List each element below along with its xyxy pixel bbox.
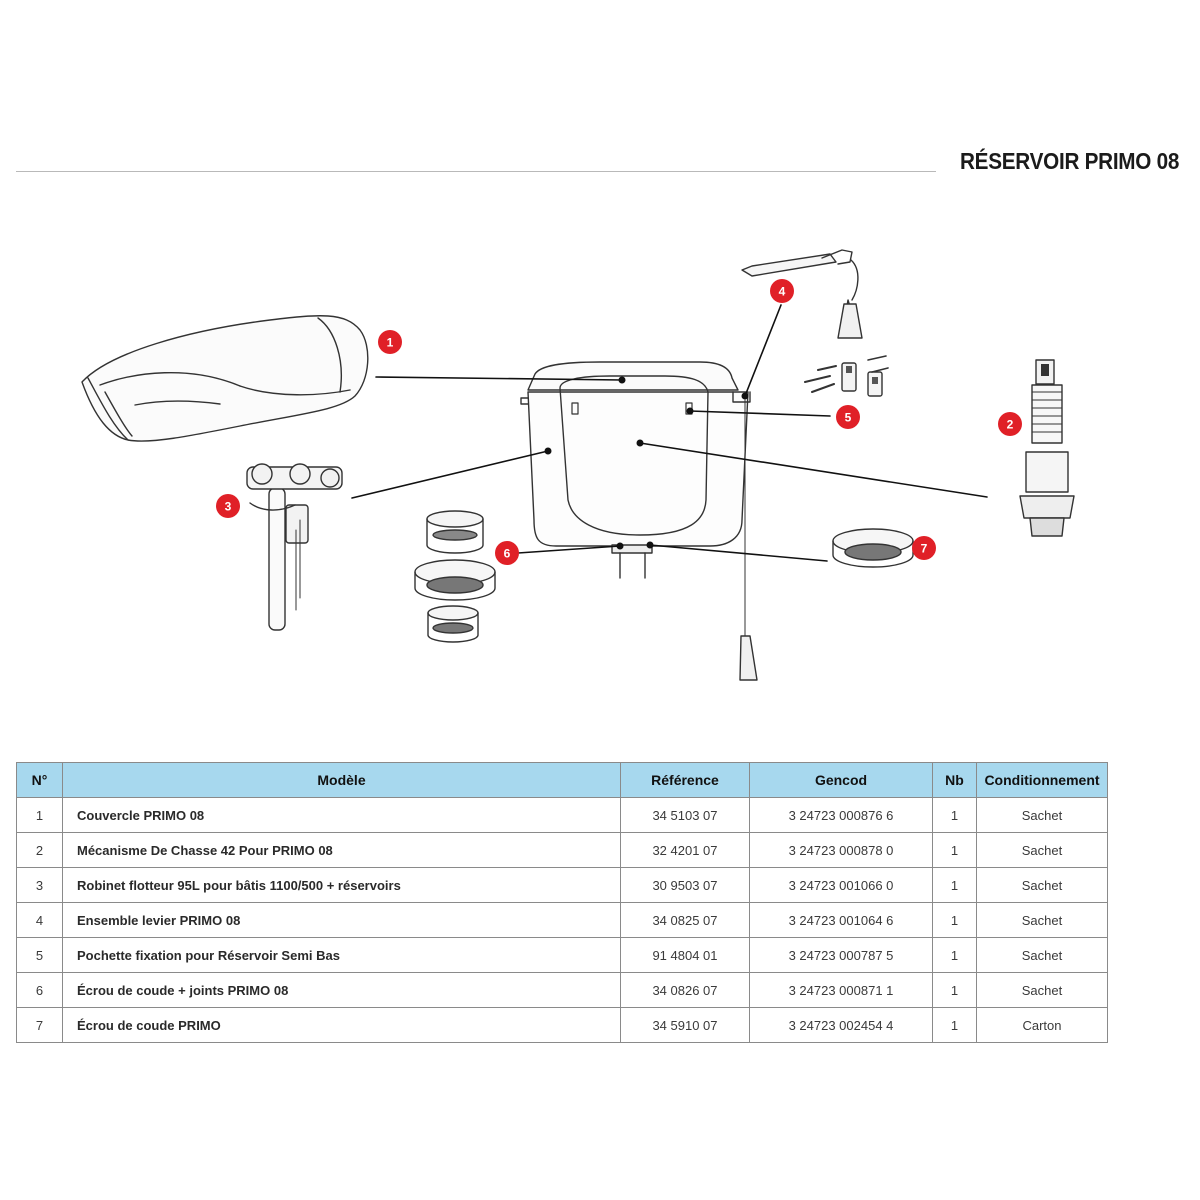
cell-nb: 1 (932, 832, 977, 868)
table-row: 3 Robinet flotteur 95L pour bâtis 1100/5… (16, 867, 1108, 903)
column-header-nb: Nb (932, 762, 977, 798)
callout-3: 3 (216, 494, 240, 518)
table-row: 7 Écrou de coude PRIMO 34 5910 07 3 2472… (16, 1007, 1108, 1043)
elbow-nut-part (832, 528, 914, 568)
column-header-gencod: Gencod (749, 762, 933, 798)
cell-packaging: Carton (976, 1007, 1108, 1043)
callout-label: 2 (1007, 418, 1014, 432)
cell-reference: 34 0826 07 (620, 972, 750, 1008)
leader-dots (544, 376, 749, 550)
cell-packaging: Sachet (976, 867, 1108, 903)
parts-table: N° Modèle Référence Gencod Nb Conditionn… (16, 762, 1108, 1043)
lever-part (741, 249, 863, 339)
lid-part (81, 315, 369, 442)
cell-number: 6 (16, 972, 63, 1008)
cell-model: Ensemble levier PRIMO 08 (62, 902, 621, 938)
table-row: 4 Ensemble levier PRIMO 08 34 0825 07 3 … (16, 902, 1108, 938)
callout-label: 4 (779, 285, 786, 299)
cell-number: 7 (16, 1007, 63, 1043)
callout-label: 1 (387, 336, 394, 350)
cell-number: 2 (16, 832, 63, 868)
cell-gencod: 3 24723 002454 4 (749, 1007, 933, 1043)
cell-gencod: 3 24723 001064 6 (749, 902, 933, 938)
cell-model: Mécanisme De Chasse 42 Pour PRIMO 08 (62, 832, 621, 868)
callout-label: 5 (845, 411, 852, 425)
cell-packaging: Sachet (976, 937, 1108, 973)
callout-label: 6 (504, 547, 511, 561)
column-header-model: Modèle (62, 762, 621, 798)
callout-1: 1 (378, 330, 402, 354)
cell-gencod: 3 24723 000871 1 (749, 972, 933, 1008)
cell-model: Pochette fixation pour Réservoir Semi Ba… (62, 937, 621, 973)
callout-2: 2 (998, 412, 1022, 436)
cell-nb: 1 (932, 937, 977, 973)
cell-number: 4 (16, 902, 63, 938)
table-header-row: N° Modèle Référence Gencod Nb Conditionn… (16, 762, 1108, 798)
cell-reference: 91 4804 01 (620, 937, 750, 973)
table-row: 6 Écrou de coude + joints PRIMO 08 34 08… (16, 972, 1108, 1008)
flush-mechanism-part (1019, 359, 1075, 537)
cell-packaging: Sachet (976, 832, 1108, 868)
cell-number: 5 (16, 937, 63, 973)
cell-packaging: Sachet (976, 902, 1108, 938)
column-header-number: N° (16, 762, 63, 798)
cell-reference: 34 0825 07 (620, 902, 750, 938)
table-row: 5 Pochette fixation pour Réservoir Semi … (16, 937, 1108, 973)
cell-model: Écrou de coude PRIMO (62, 1007, 621, 1043)
cell-gencod: 3 24723 000787 5 (749, 937, 933, 973)
cell-nb: 1 (932, 867, 977, 903)
cell-nb: 1 (932, 902, 977, 938)
column-header-packaging: Conditionnement (976, 762, 1108, 798)
cell-model: Robinet flotteur 95L pour bâtis 1100/500… (62, 867, 621, 903)
cell-nb: 1 (932, 972, 977, 1008)
cell-reference: 30 9503 07 (620, 867, 750, 903)
tank-body (520, 361, 758, 681)
cell-gencod: 3 24723 000876 6 (749, 797, 933, 833)
header-rule (16, 171, 936, 172)
callout-label: 7 (921, 542, 928, 556)
cell-nb: 1 (932, 797, 977, 833)
column-header-reference: Référence (620, 762, 750, 798)
callout-4: 4 (770, 279, 794, 303)
table-row: 2 Mécanisme De Chasse 42 Pour PRIMO 08 3… (16, 832, 1108, 868)
cell-number: 3 (16, 867, 63, 903)
callout-6: 6 (495, 541, 519, 565)
cell-reference: 34 5103 07 (620, 797, 750, 833)
float-valve-part (246, 463, 343, 631)
callout-7: 7 (912, 536, 936, 560)
cell-reference: 34 5910 07 (620, 1007, 750, 1043)
page-title: RÉSERVOIR PRIMO 08 (960, 148, 1180, 174)
leader-lines (351, 304, 988, 562)
cell-packaging: Sachet (976, 797, 1108, 833)
cell-model: Couvercle PRIMO 08 (62, 797, 621, 833)
fixing-kit-part (804, 355, 889, 397)
cell-gencod: 3 24723 001066 0 (749, 867, 933, 903)
cell-reference: 32 4201 07 (620, 832, 750, 868)
cell-packaging: Sachet (976, 972, 1108, 1008)
cell-number: 1 (16, 797, 63, 833)
callout-5: 5 (836, 405, 860, 429)
table-row: 1 Couvercle PRIMO 08 34 5103 07 3 24723 … (16, 797, 1108, 833)
cell-model: Écrou de coude + joints PRIMO 08 (62, 972, 621, 1008)
cell-gencod: 3 24723 000878 0 (749, 832, 933, 868)
cell-nb: 1 (932, 1007, 977, 1043)
gasket-set-part (414, 510, 496, 643)
callout-label: 3 (225, 500, 232, 514)
exploded-diagram: 1 2 3 4 5 6 7 (81, 249, 1075, 681)
